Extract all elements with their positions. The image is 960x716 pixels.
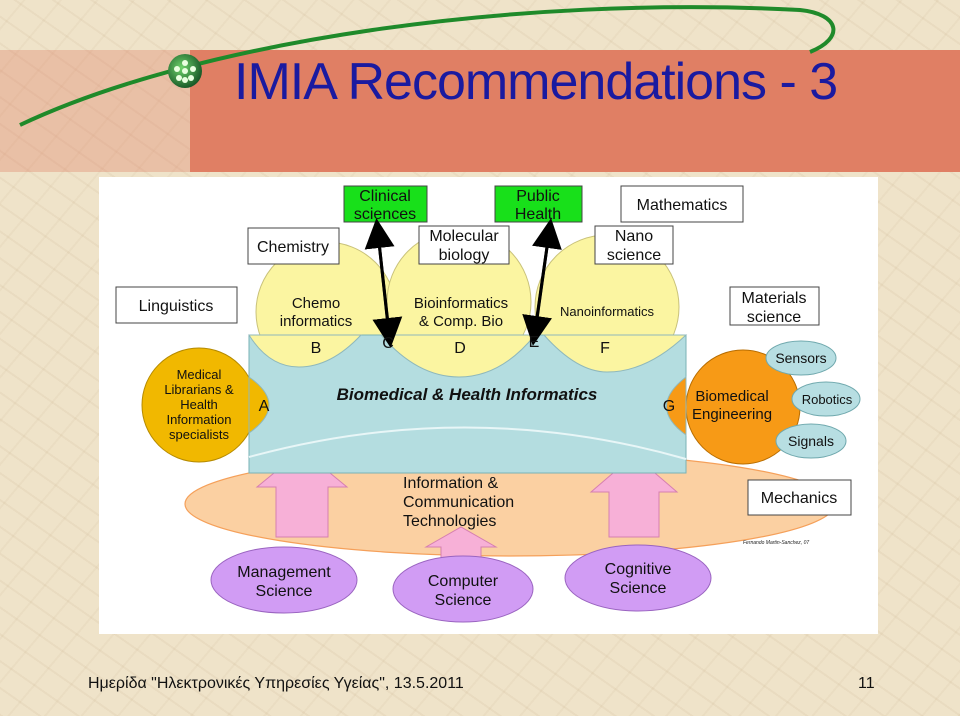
arrow-from-public: [522, 232, 552, 346]
page-number: 11: [858, 675, 875, 692]
label-clinical-2: sciences: [354, 206, 416, 223]
box-mathematics: [620, 185, 744, 223]
label-cognitive-1: Cognitive: [605, 561, 672, 578]
petal-d: [379, 334, 537, 378]
title-band-left: [0, 50, 190, 172]
letter-d: D: [454, 340, 466, 357]
letter-e: E: [529, 334, 540, 351]
letter-f: F: [600, 340, 610, 357]
petal-b: [248, 334, 363, 368]
satellite-signals: [775, 423, 847, 459]
label-left-5: specialists: [169, 427, 229, 442]
green-bullet-icon: [168, 54, 202, 88]
label-right-2: Engineering: [692, 406, 772, 423]
label-sensors: Sensors: [775, 350, 826, 366]
box-chemistry: [247, 227, 340, 265]
label-nano-1: Nano: [615, 228, 653, 245]
core-lower-curve: [248, 426, 687, 460]
box-molecular-biology: [418, 225, 510, 265]
letter-g: G: [663, 398, 675, 415]
label-ict-3: Technologies: [403, 513, 496, 530]
label-computer-2: Science: [435, 592, 492, 609]
box-clinical-sciences: [343, 185, 428, 223]
label-nanoinformatics: Nanoinformatics: [560, 304, 654, 319]
satellite-robotics: [791, 381, 861, 417]
title-band: [190, 50, 960, 172]
label-molecular-1: Molecular: [429, 228, 499, 245]
petal-f: [542, 334, 688, 373]
label-left-3: Health: [180, 397, 218, 412]
label-public-2: Health: [515, 206, 561, 223]
label-ict-2: Communication: [403, 494, 514, 511]
satellite-sensors: [765, 340, 837, 376]
ellipse-computer: [392, 555, 534, 623]
label-mechanics: Mechanics: [761, 490, 837, 507]
diagram-canvas: Clinical sciences Public Health Mathemat…: [115, 185, 861, 623]
petal-g: [666, 375, 687, 436]
label-ict-1: Information &: [403, 475, 498, 492]
label-management-2: Science: [256, 583, 313, 600]
label-chemo-2: informatics: [280, 313, 353, 330]
label-chemistry: Chemistry: [257, 239, 329, 256]
label-materials-1: Materials: [742, 290, 807, 307]
label-bioinfo-1: Bioinformatics: [414, 295, 508, 312]
ellipse-management: [210, 546, 358, 614]
label-molecular-2: biology: [439, 247, 490, 264]
arrow-from-clinical: [372, 232, 403, 348]
box-nano-science: [594, 225, 674, 265]
label-materials-2: science: [747, 309, 801, 326]
label-bioinfo-2: & Comp. Bio: [419, 313, 503, 330]
credit-text: Fernando Martin-Sanchez, 07: [743, 540, 809, 546]
label-center: Biomedical & Health Informatics: [337, 385, 598, 404]
letter-c: C: [382, 335, 394, 352]
label-robotics: Robotics: [802, 392, 853, 407]
label-right-1: Biomedical: [695, 388, 768, 405]
label-left-2: Librarians &: [164, 382, 234, 397]
decorative-green-arc: [19, 5, 836, 127]
label-computer-1: Computer: [428, 573, 499, 590]
box-public-health: [494, 185, 583, 223]
label-mathematics: Mathematics: [637, 197, 728, 214]
label-left-1: Medical: [177, 367, 222, 382]
label-linguistics: Linguistics: [139, 298, 214, 315]
label-signals: Signals: [788, 433, 834, 449]
ellipse-cognitive: [564, 544, 712, 612]
label-nano-2: science: [607, 247, 661, 264]
box-mechanics: [747, 479, 852, 516]
label-public-1: Public: [516, 188, 560, 205]
slide-title: IMIA Recommendations - 3: [234, 53, 838, 111]
label-cognitive-2: Science: [610, 580, 667, 597]
label-chemo-1: Chemo: [292, 295, 340, 312]
label-left-4: Information: [166, 412, 231, 427]
label-management-1: Management: [237, 564, 331, 581]
box-materials-science: [729, 286, 820, 326]
petal-a: [248, 376, 270, 434]
slide-footer: Ημερίδα "Ηλεκτρονικές Υπηρεσίες Υγείας",…: [88, 675, 464, 692]
informatics-diagram: Clinical sciences Public Health Mathemat…: [99, 177, 878, 634]
letter-b: B: [311, 340, 322, 357]
box-linguistics: [115, 286, 238, 324]
letter-a: A: [259, 398, 270, 415]
label-clinical-1: Clinical: [359, 188, 411, 205]
